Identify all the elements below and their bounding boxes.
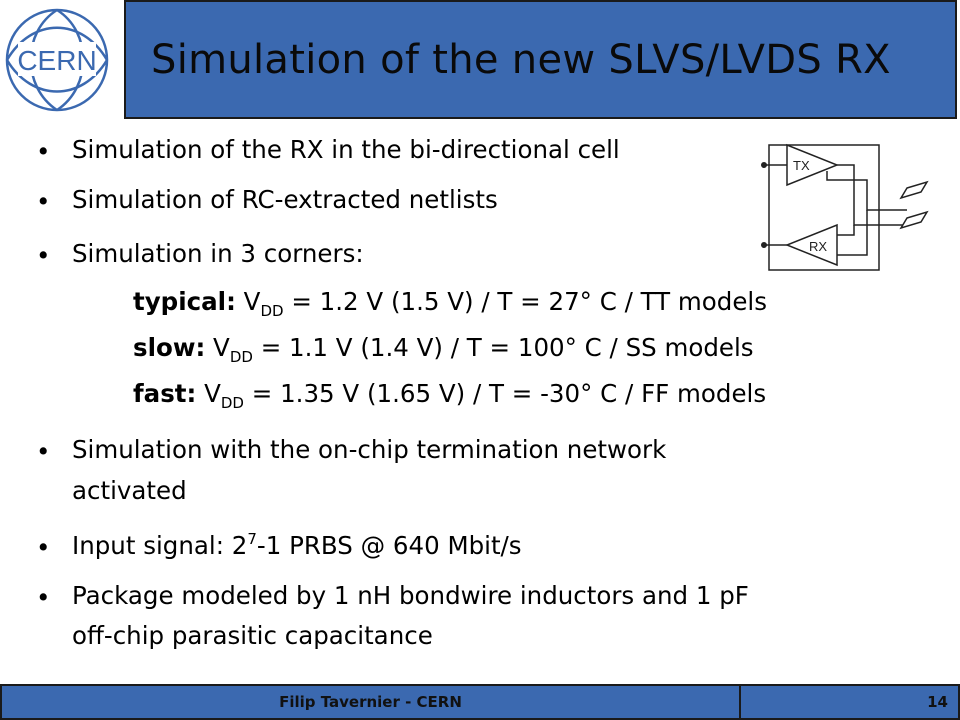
pad-positive: [899, 180, 929, 200]
title-bar: Simulation of the new SLVS/LVDS RX: [124, 0, 957, 119]
cern-logo: CERN: [5, 8, 109, 112]
corner-typical: typical: VDD = 1.2 V (1.5 V) / T = 27° C…: [133, 287, 767, 319]
bullet-termination-line1: Simulation with the on-chip termination …: [72, 435, 667, 464]
bullet-marker: •: [36, 137, 51, 166]
vdd-subscript: DD: [260, 302, 284, 320]
page-number: 14: [927, 693, 948, 711]
bullet-input-signal: Input signal: 27-1 PRBS @ 640 Mbit/s: [72, 530, 522, 561]
slide-content: • Simulation of the RX in the bi-directi…: [36, 135, 767, 650]
bullet-rc-extracted: Simulation of RC-extracted netlists: [72, 185, 498, 214]
bullet-marker: •: [36, 187, 51, 216]
slide-title: Simulation of the new SLVS/LVDS RX: [151, 36, 891, 83]
rx-label: RX: [809, 239, 827, 254]
corner-typical-values: = 1.2 V (1.5 V) / T = 27° C / TT models: [283, 287, 767, 316]
bullet-corners: Simulation in 3 corners:: [72, 239, 364, 268]
bullet-package-line2: off-chip parasitic capacitance: [72, 621, 433, 650]
input-signal-pre: Input signal: 2: [72, 531, 248, 560]
vdd-symbol: V: [213, 333, 230, 362]
rx-output-pin: [761, 242, 767, 248]
bullet-marker: •: [36, 437, 51, 466]
tx-label: TX: [793, 158, 810, 173]
corner-slow: slow: VDD = 1.1 V (1.4 V) / T = 100° C /…: [133, 333, 754, 365]
bullet-termination-line2: activated: [72, 476, 187, 505]
rx-buffer: [784, 223, 838, 267]
tx-input-pin: [761, 162, 767, 168]
cern-logo-text: CERN: [17, 45, 96, 76]
bullet-package-line1: Package modeled by 1 nH bondwire inducto…: [72, 581, 749, 610]
corner-slow-name: slow:: [133, 333, 206, 362]
corner-fast-name: fast:: [133, 379, 197, 408]
vdd-symbol: V: [243, 287, 261, 316]
corner-typical-name: typical:: [133, 287, 236, 316]
corner-fast: fast: VDD = 1.35 V (1.65 V) / T = -30° C…: [133, 379, 767, 411]
cell-boundary: [768, 144, 880, 271]
corner-fast-values: = 1.35 V (1.65 V) / T = -30° C / FF mode…: [243, 379, 767, 408]
bidirectional-cell-diagram: TX RX: [761, 143, 929, 271]
vdd-symbol: V: [204, 379, 221, 408]
footer-bar: Filip Tavernier - CERN 14: [0, 684, 960, 720]
input-signal-exponent: 7: [247, 530, 257, 548]
bullet-marker: •: [36, 533, 51, 562]
vdd-subscript: DD: [229, 348, 253, 366]
vdd-subscript: DD: [220, 394, 244, 412]
pad-negative: [899, 210, 929, 230]
corner-slow-values: = 1.1 V (1.4 V) / T = 100° C / SS models: [252, 333, 754, 362]
bullet-marker: •: [36, 583, 51, 612]
input-signal-post: -1 PRBS @ 640 Mbit/s: [256, 531, 522, 560]
footer-divider: [739, 686, 741, 718]
bullet-rx-bidirectional: Simulation of the RX in the bi-direction…: [72, 135, 620, 164]
footer-author: Filip Tavernier - CERN: [279, 693, 462, 711]
bullet-marker: •: [36, 241, 51, 270]
